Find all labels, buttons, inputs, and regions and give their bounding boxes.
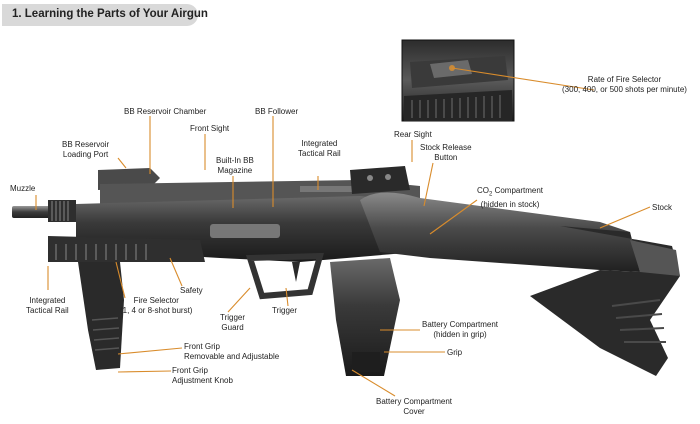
- section-title: 1. Learning the Parts of Your Airgun: [12, 8, 208, 20]
- airgun-illustration: [12, 166, 680, 376]
- label-integrated-tactical-rail-top: Integrated Tactical Rail: [298, 139, 341, 158]
- label-safety: Safety: [180, 286, 203, 295]
- label-muzzle: Muzzle: [10, 184, 36, 193]
- label-stock-release-button: Stock Release Button: [420, 143, 472, 162]
- label-trigger: Trigger: [272, 306, 298, 315]
- label-trigger-guard: Trigger Guard: [220, 313, 246, 332]
- section-header: 1. Learning the Parts of Your Airgun: [0, 4, 700, 26]
- label-bb-reservoir-loading-port: BB Reservoir Loading Port: [62, 140, 110, 159]
- label-co2-compartment: CO2 Compartment (hidden in stock): [477, 186, 544, 210]
- callout-lines: [35, 67, 651, 397]
- label-rear-sight: Rear Sight: [394, 130, 432, 139]
- label-built-in-bb-magazine: Built-In BB Magazine: [216, 156, 254, 175]
- rate-of-fire-inset: [401, 39, 515, 122]
- label-front-grip-adjustment-knob: Front Grip Adjustment Knob: [172, 366, 233, 385]
- label-rate-of-fire-selector: Rate of Fire Selector (300, 400, or 500 …: [562, 75, 687, 94]
- label-front-sight: Front Sight: [190, 124, 230, 133]
- label-fire-selector: Fire Selector (1, 4 or 8-shot burst): [120, 296, 193, 315]
- section-header-tab: 1. Learning the Parts of Your Airgun: [2, 4, 208, 26]
- label-integrated-tactical-rail-bottom: Integrated Tactical Rail: [26, 296, 69, 315]
- label-battery-compartment-grip: Battery Compartment (hidden in grip): [422, 320, 499, 339]
- label-bb-follower: BB Follower: [255, 107, 299, 116]
- label-grip: Grip: [447, 348, 463, 357]
- label-stock: Stock: [652, 203, 673, 212]
- label-battery-compartment-cover: Battery Compartment Cover: [376, 397, 453, 416]
- label-front-grip-removable: Front Grip Removable and Adjustable: [184, 342, 280, 361]
- label-bb-reservoir-chamber: BB Reservoir Chamber: [124, 107, 207, 116]
